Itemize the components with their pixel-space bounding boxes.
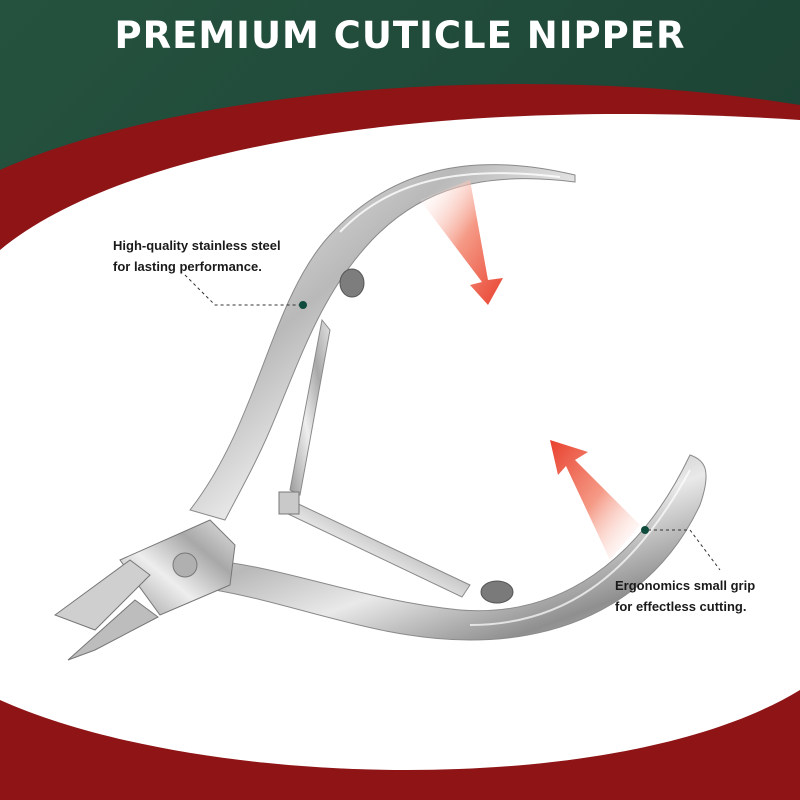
page-title: PREMIUM CUTICLE NIPPER: [114, 14, 686, 57]
callout-line: High-quality stainless steel: [113, 238, 281, 253]
closing-arrow-bottom: [550, 440, 640, 560]
callout-ergonomic-grip: Ergonomics small grip for effectless cut…: [615, 575, 755, 617]
lower-handle: [204, 454, 707, 641]
callout-marker-2: [641, 526, 649, 534]
callout-line: for lasting performance.: [113, 259, 262, 274]
closing-arrow-top: [420, 180, 503, 305]
callout-leader-2: [641, 526, 721, 571]
upper-handle: [189, 164, 576, 521]
spring: [278, 318, 471, 598]
callout-marker-1: [299, 301, 307, 309]
callout-stainless-steel: High-quality stainless steel for lasting…: [113, 235, 281, 277]
callout-leader-1: [184, 274, 307, 309]
nipper-jaws: [53, 519, 236, 661]
callout-line: for effectless cutting.: [615, 599, 747, 614]
callout-line: Ergonomics small grip: [615, 578, 756, 593]
lower-stop-screw: [480, 580, 514, 604]
upper-stop-screw: [339, 268, 365, 298]
